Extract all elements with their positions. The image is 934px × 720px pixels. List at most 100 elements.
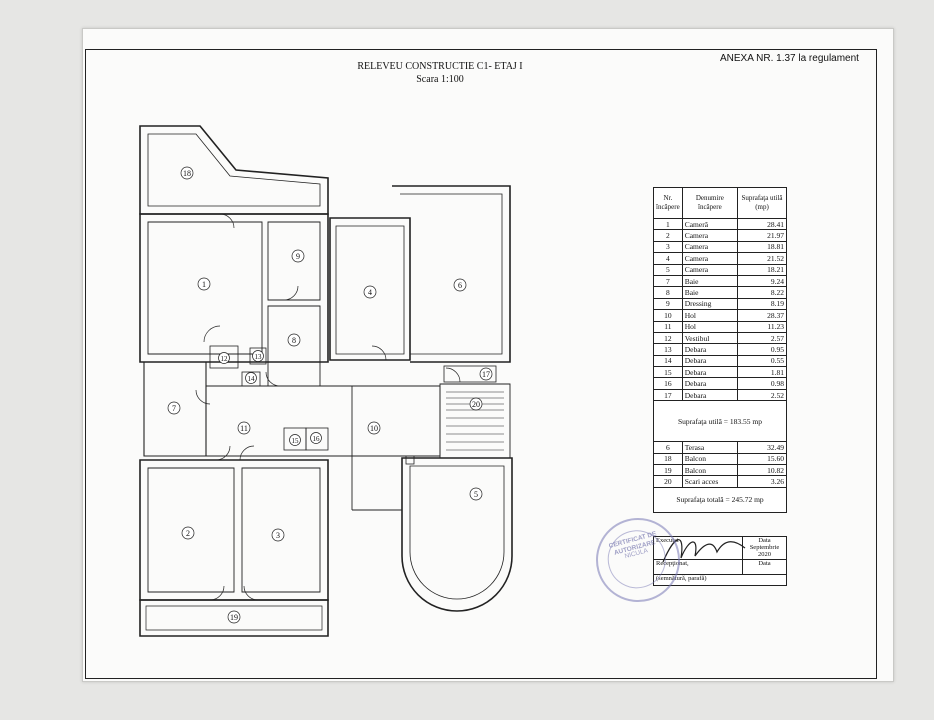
scale-text: Scara 1:100 — [416, 74, 464, 85]
room-number: 12 — [653, 331, 683, 345]
wall-room-19 — [139, 599, 329, 637]
room-area: 3.26 — [737, 475, 787, 488]
room-number: 5 — [653, 263, 683, 276]
room-area: 0.55 — [737, 354, 787, 368]
room-number: 4 — [653, 252, 683, 265]
room-area: 0.95 — [737, 343, 787, 356]
wall-room-5 — [401, 457, 513, 612]
room-name: Scari acces — [681, 475, 739, 488]
room-area: 28.37 — [737, 309, 787, 322]
room-number: 7 — [653, 274, 683, 288]
svg-text:2: 2 — [186, 529, 190, 538]
room-area: 2.52 — [737, 388, 787, 402]
room-number: 10 — [653, 309, 683, 322]
wall-room-2 — [147, 467, 235, 593]
room-number: 14 — [653, 354, 683, 368]
wall-room-6-inner — [400, 193, 503, 355]
svg-text:7: 7 — [172, 404, 176, 413]
wall-room-9 — [267, 221, 321, 301]
svg-text:4: 4 — [368, 288, 372, 297]
room-label-7: 7 — [167, 401, 181, 415]
room-label-15: 15 — [289, 434, 301, 446]
room-area: 18.21 — [737, 263, 787, 276]
room-label-11: 11 — [237, 421, 251, 435]
room-area: 21.52 — [737, 252, 787, 265]
svg-text:16: 16 — [313, 435, 321, 443]
date-label: Data — [758, 537, 771, 544]
room-label-19: 19 — [227, 610, 241, 624]
room-name: Debara — [681, 354, 739, 368]
room-label-4: 4 — [363, 285, 377, 299]
room-number: 19 — [653, 464, 683, 477]
wall-room-6 — [392, 185, 511, 363]
svg-text:18: 18 — [183, 169, 191, 178]
svg-text:14: 14 — [248, 375, 256, 383]
rooms-table-header: Nr. încăpere Denumire încăpere Suprafaţa… — [653, 187, 787, 219]
svg-text:13: 13 — [255, 353, 263, 361]
stairs-box — [439, 383, 511, 459]
room-label-9: 9 — [291, 249, 305, 263]
room-label-2: 2 — [181, 526, 195, 540]
title-text: RELEVEU CONSTRUCTIE C1- ETAJ I — [357, 61, 523, 72]
room-label-3: 3 — [271, 528, 285, 542]
header-nr: Nr. încăpere — [653, 187, 683, 219]
wall-room-18-inner — [147, 133, 321, 207]
room-name: Balcon — [681, 464, 739, 477]
room-number: 2 — [653, 229, 683, 242]
room-number: 3 — [653, 240, 683, 254]
room-number: 20 — [653, 475, 683, 488]
room-number: 6 — [653, 441, 683, 454]
wall-room-17 — [443, 365, 497, 383]
room-name: Hol — [681, 309, 739, 322]
room-area: 0.98 — [737, 377, 787, 390]
wall-room-12 — [209, 345, 239, 369]
drawing-title: RELEVEU CONSTRUCTIE C1- ETAJ I Scara 1:1… — [340, 60, 540, 86]
room-number: 8 — [653, 286, 683, 299]
room-number: 11 — [653, 320, 683, 333]
useful-total: Suprafaţa utilă = 183.55 mp — [653, 400, 787, 443]
room-name: Debara — [681, 388, 739, 402]
room-area: 18.81 — [737, 240, 787, 254]
footer-label: (semnătură, parafă) — [656, 575, 707, 582]
room-number: 13 — [653, 343, 683, 356]
room-number: 9 — [653, 297, 683, 311]
room-name: Vestibul — [681, 331, 739, 345]
room-name: Camera — [681, 252, 739, 265]
executed-cell: Executat — [653, 536, 743, 560]
door-swings — [195, 213, 461, 601]
room-area: 11.23 — [737, 320, 787, 333]
svg-text:10: 10 — [370, 424, 378, 433]
room-number: 18 — [653, 452, 683, 466]
wall-room-16 — [305, 427, 329, 451]
room-label-12: 12 — [218, 352, 230, 364]
useful-total-row: Suprafaţa utilă = 183.55 mp — [653, 400, 787, 443]
room-area: 8.19 — [737, 297, 787, 311]
room-area: 9.24 — [737, 274, 787, 288]
room-label-8: 8 — [287, 333, 301, 347]
room-name: Terasa — [681, 441, 739, 454]
page-frame — [85, 49, 877, 679]
room-label-1: 1 — [197, 277, 211, 291]
room-name: Dressing — [681, 297, 739, 311]
wall-room-18 — [139, 125, 329, 215]
total-area: Suprafaţa totală = 245.72 mp — [653, 486, 787, 513]
wall-room-14 — [241, 371, 261, 387]
wall-hall — [205, 385, 441, 457]
room-label-13: 13 — [252, 350, 264, 362]
room-name: Hol — [681, 320, 739, 333]
room-name: Camera — [681, 229, 739, 242]
